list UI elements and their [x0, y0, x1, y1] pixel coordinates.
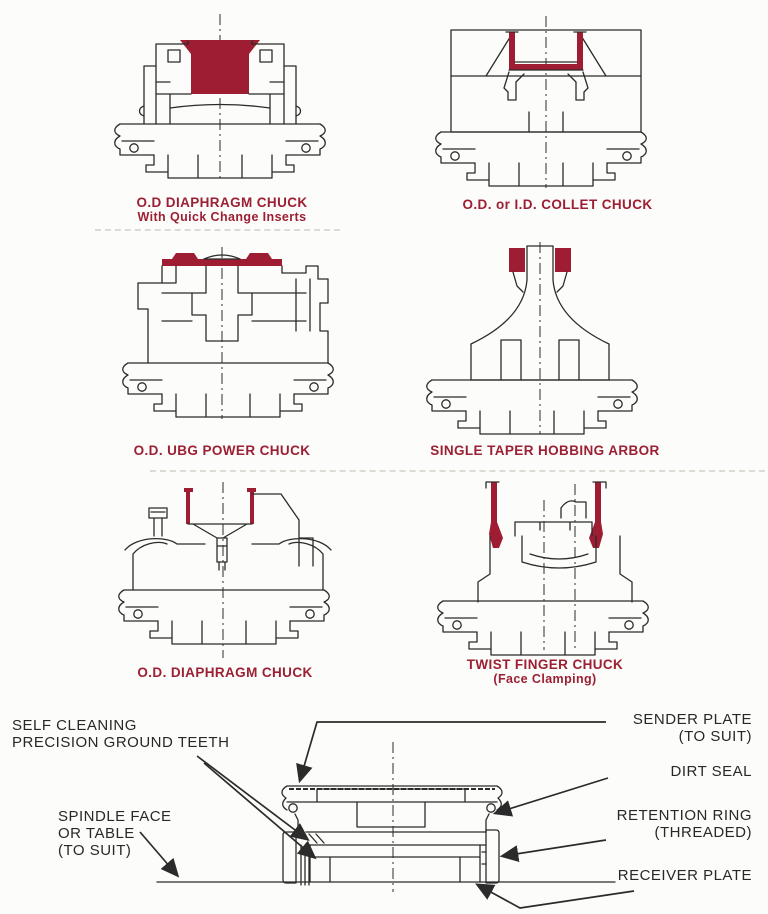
figure-od-diaphragm-qc	[110, 10, 330, 193]
label-self-cleaning-2: PRECISION GROUND TEETH	[12, 734, 229, 751]
figure-title: SINGLE TAPER HOBBING ARBOR	[430, 443, 660, 458]
dirt-seal-left	[288, 803, 298, 813]
od-diaphragm-chuck-qc-drawing	[114, 14, 326, 180]
spindle-face-leader	[139, 831, 180, 878]
twist-finger-chuck-drawing	[437, 481, 649, 656]
collet-highlight	[577, 32, 583, 70]
label-spindle-1: SPINDLE FACE	[58, 808, 172, 825]
precision-ground-teeth	[305, 831, 487, 846]
collet-highlight	[509, 32, 515, 70]
figure-title: O.D. or I.D. COLLET CHUCK	[462, 197, 653, 212]
teeth-leader-2	[203, 762, 317, 860]
diaphragm-cup-highlight	[184, 488, 256, 524]
figure-title: O.D. DIAPHRAGM CHUCK	[137, 665, 313, 680]
label-dirt-seal: DIRT SEAL	[671, 763, 752, 780]
figure-caption-2: O.D. or I.D. COLLET CHUCK	[400, 197, 715, 212]
receiver-plate-leader	[475, 883, 635, 909]
od-diaphragm-chuck-drawing	[118, 482, 332, 658]
collet-highlight	[509, 64, 583, 70]
figure-caption-3: O.D. UBG POWER CHUCK	[92, 443, 352, 458]
figure-caption-1: O.D DIAPHRAGM CHUCK With Quick Change In…	[92, 195, 352, 225]
figure-title: O.D DIAPHRAGM CHUCK	[136, 195, 308, 210]
figure-title: TWIST FINGER CHUCK	[466, 657, 624, 672]
sender-plate-leader	[296, 721, 606, 784]
retention-ring-right	[485, 829, 500, 884]
quick-change-insert-highlight	[180, 40, 260, 94]
retention-ring-left	[282, 831, 297, 884]
label-self-cleaning-1: SELF CLEANING	[12, 717, 137, 734]
teeth-leader-1	[196, 755, 310, 842]
label-sender-2: (TO SUIT)	[679, 728, 752, 745]
mount-assembly-drawing: SELF CLEANING PRECISION GROUND TEETH SPI…	[12, 711, 753, 909]
figure-od-diaphragm	[105, 478, 375, 668]
retention-ring-leader	[499, 839, 607, 863]
figure-collet-chuck	[434, 12, 699, 199]
figure-caption-5: O.D. DIAPHRAGM CHUCK	[95, 665, 355, 680]
figure-ubg-power-chuck	[110, 243, 360, 428]
dirt-seal-leader	[492, 777, 609, 817]
figure-title: O.D. UBG POWER CHUCK	[133, 443, 311, 458]
collet-chuck-drawing	[435, 16, 647, 188]
figure-twist-finger-chuck	[420, 478, 690, 661]
arbor-highlight	[555, 248, 571, 272]
figure-subtitle: With Quick Change Inserts	[137, 210, 307, 224]
label-spindle-2: OR TABLE	[58, 825, 135, 842]
scan-artifact-line	[95, 229, 340, 231]
figure-subtitle: (Face Clamping)	[493, 672, 597, 686]
label-sender-1: SENDER PLATE	[633, 711, 752, 728]
label-receiver: RECEIVER PLATE	[618, 867, 752, 884]
dirt-seal-right	[486, 803, 496, 813]
finger-highlight	[489, 482, 503, 548]
label-retention-2: (THREADED)	[655, 824, 753, 841]
label-retention-1: RETENTION RING	[617, 807, 752, 824]
figure-hobbing-arbor	[405, 238, 675, 443]
figure-caption-4: SINGLE TAPER HOBBING ARBOR	[385, 443, 705, 458]
label-spindle-3: (TO SUIT)	[58, 842, 131, 859]
assembly-diagram: SELF CLEANING PRECISION GROUND TEETH SPI…	[0, 694, 768, 914]
scan-artifact-line	[150, 470, 765, 472]
hobbing-arbor-drawing	[426, 242, 638, 435]
figure-caption-6: TWIST FINGER CHUCK (Face Clamping)	[400, 657, 690, 687]
receiver-plate	[309, 844, 481, 883]
ubg-power-chuck-drawing	[122, 247, 334, 419]
arbor-highlight	[509, 248, 525, 272]
